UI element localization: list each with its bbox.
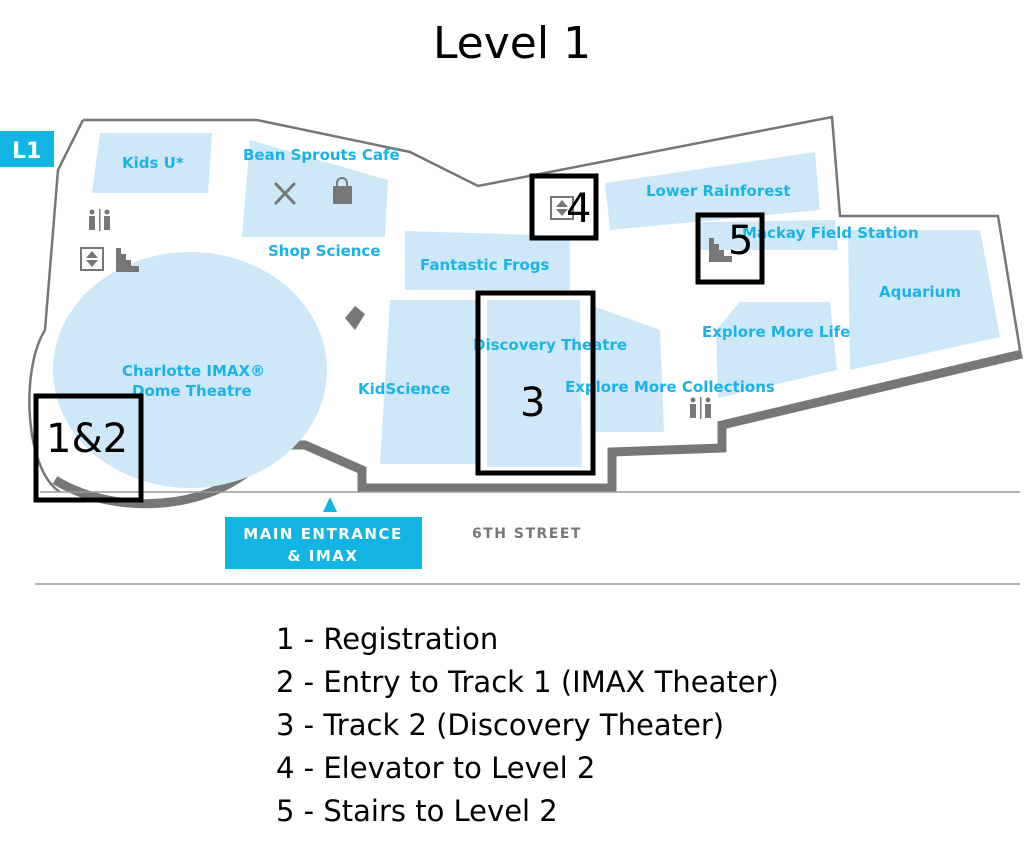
level-badge [0, 131, 54, 167]
label-kidscience: KidScience [358, 380, 450, 398]
legend-item: 2 - Entry to Track 1 (IMAX Theater) [276, 665, 779, 699]
room-aquarium[interactable] [848, 230, 1000, 370]
room-kidscience[interactable] [380, 300, 480, 464]
legend: 1 - Registration 2 - Entry to Track 1 (I… [276, 618, 779, 833]
street-label: 6TH STREET [472, 526, 582, 542]
restroom-icon [690, 397, 711, 419]
room-explore-collections[interactable] [590, 305, 664, 432]
label-explore-life: Explore More Life [702, 323, 850, 341]
elevator-icon [80, 247, 104, 271]
room-lower-rainforest[interactable] [605, 152, 820, 230]
entrance-line-1: MAIN ENTRANCE [243, 525, 402, 543]
ticket-icon [345, 306, 365, 330]
marker-label-3: 3 [520, 380, 545, 426]
dining-icon [274, 182, 296, 205]
marker-box-4[interactable] [529, 173, 599, 241]
marker-box-1-2[interactable] [33, 393, 144, 503]
marker-label-4: 4 [566, 186, 591, 232]
main-entrance-sign[interactable]: MAIN ENTRANCE & IMAX [225, 517, 422, 569]
entrance-arrow-icon [323, 497, 337, 512]
label-lower-rainforest: Lower Rainforest [646, 182, 791, 200]
stairs-icon [116, 248, 139, 272]
label-shop-science: Shop Science [268, 242, 381, 260]
room-bean-sprouts-shop[interactable] [242, 140, 388, 237]
legend-item: 4 - Elevator to Level 2 [276, 751, 596, 785]
legend-item: 5 - Stairs to Level 2 [276, 794, 558, 828]
room-kids-u[interactable] [92, 133, 212, 193]
map-title: Level 1 [432, 18, 592, 69]
legend-item: 1 - Registration [276, 622, 499, 656]
legend-item: 3 - Track 2 (Discovery Theater) [276, 708, 725, 742]
marker-label-5: 5 [728, 218, 753, 264]
room-mackay[interactable] [700, 220, 838, 250]
marker-box-5[interactable] [695, 212, 765, 285]
room-discovery[interactable] [487, 300, 582, 467]
label-kids-u: Kids U* [122, 154, 184, 172]
label-imax-2: Dome Theatre [132, 382, 252, 400]
label-fantastic-frogs: Fantastic Frogs [420, 256, 550, 274]
label-aquarium: Aquarium [879, 283, 961, 301]
elevator-icon [550, 196, 574, 220]
label-imax-1: Charlotte IMAX® [122, 362, 265, 380]
marker-box-3[interactable] [475, 290, 596, 476]
floor-map: L1 Kids U* Bean Sprouts Café Shop Scienc… [0, 115, 1024, 585]
level-badge-text: L1 [12, 139, 41, 164]
shopping-bag-icon [333, 177, 352, 204]
label-mackay: Mackay Field Station [742, 224, 919, 242]
label-discovery: Discovery Theatre [473, 336, 627, 354]
label-bean-sprouts: Bean Sprouts Café [243, 146, 400, 164]
restroom-icon [89, 209, 110, 231]
entrance-line-2: & IMAX [288, 547, 359, 565]
room-fantastic-frogs[interactable] [405, 231, 570, 290]
room-explore-life[interactable] [716, 302, 837, 398]
stairs-icon [709, 238, 732, 262]
label-explore-collections: Explore More Collections [565, 378, 775, 396]
marker-label-1-2: 1&2 [46, 416, 128, 462]
room-imax-dome[interactable] [53, 252, 327, 488]
